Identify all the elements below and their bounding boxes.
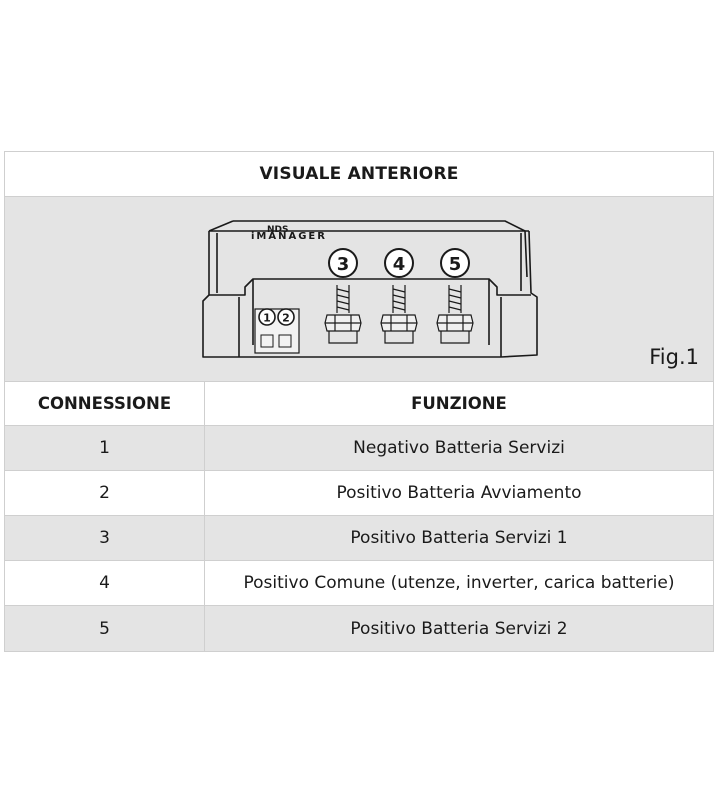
marker-2-circle bbox=[277, 308, 295, 326]
table-row: 4 Positivo Comune (utenze, inverter, car… bbox=[5, 561, 713, 606]
connessione-cell: 4 bbox=[5, 561, 205, 605]
stud-5 bbox=[436, 285, 474, 344]
table-header-row: CONNESSIONE FUNZIONE bbox=[5, 382, 713, 426]
connessione-cell: 2 bbox=[5, 471, 205, 515]
funzione-cell: Negativo Batteria Servizi bbox=[353, 438, 565, 458]
connessione-cell: 5 bbox=[5, 606, 205, 651]
stud-4 bbox=[380, 285, 418, 344]
marker-4-label: 4 bbox=[393, 254, 406, 275]
front-view-figure: NDS iMANAGER 1 2 bbox=[5, 197, 713, 382]
table-title: VISUALE ANTERIORE bbox=[5, 152, 713, 197]
table-row: 3 Positivo Batteria Servizi 1 bbox=[5, 516, 713, 561]
column-header-funzione: FUNZIONE bbox=[411, 394, 507, 413]
marker-1-circle bbox=[258, 308, 276, 326]
marker-2-label: 2 bbox=[282, 312, 290, 325]
funzione-cell: Positivo Batteria Avviamento bbox=[336, 483, 582, 503]
marker-3: 3 bbox=[328, 248, 358, 278]
connessione-cell: 3 bbox=[5, 516, 205, 560]
funzione-cell: Positivo Batteria Servizi 1 bbox=[350, 528, 568, 548]
terminal-block-1-2: 1 2 bbox=[254, 308, 300, 354]
marker-3-label: 3 bbox=[337, 254, 350, 275]
table-row: 2 Positivo Batteria Avviamento bbox=[5, 471, 713, 516]
marker-4: 4 bbox=[384, 248, 414, 278]
connections-table: VISUALE ANTERIORE bbox=[4, 151, 714, 652]
stud-3 bbox=[324, 285, 362, 344]
funzione-cell: Positivo Batteria Servizi 2 bbox=[350, 618, 568, 639]
marker-1-label: 1 bbox=[263, 312, 271, 325]
funzione-cell: Positivo Comune (utenze, inverter, caric… bbox=[243, 573, 675, 593]
connessione-cell: 1 bbox=[5, 426, 205, 470]
table-row: 1 Negativo Batteria Servizi bbox=[5, 426, 713, 471]
device-illustration: NDS iMANAGER 1 2 bbox=[202, 220, 538, 358]
marker-5: 5 bbox=[440, 248, 470, 278]
marker-5-label: 5 bbox=[449, 254, 462, 275]
column-header-connessione: CONNESSIONE bbox=[5, 382, 205, 425]
table-row: 5 Positivo Batteria Servizi 2 bbox=[5, 606, 713, 651]
figure-label: Fig.1 bbox=[649, 345, 699, 369]
device-name-text: iMANAGER bbox=[251, 231, 327, 242]
device-brand-text: NDS bbox=[267, 225, 289, 235]
